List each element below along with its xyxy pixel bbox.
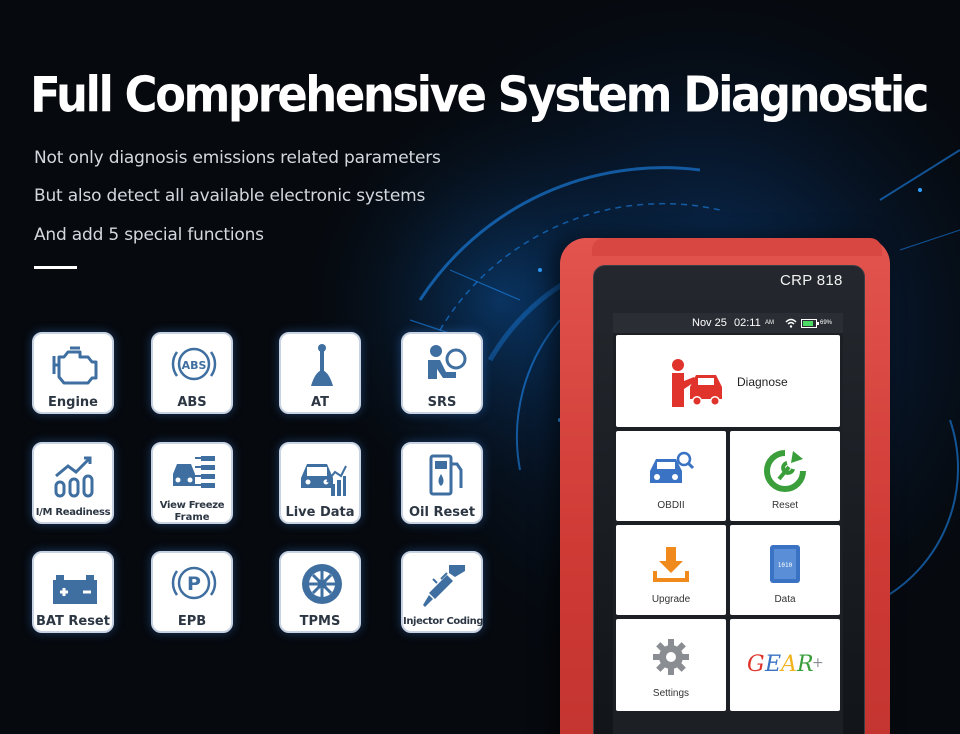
parking-brake-icon: P [171,566,217,600]
battery-status-icon [801,319,819,328]
freeze-frame-icon [173,456,215,488]
mechanic-car-icon [672,359,722,407]
menu-label-upgrade: Upgrade [651,594,691,605]
wifi-icon [785,318,797,328]
menu-reset[interactable]: Reset [730,431,840,521]
function-tile-view-freeze-frame: View Freeze Frame [151,442,233,524]
status-ampm: AM [765,320,774,326]
status-battery-percent: 69% [820,320,833,326]
tile-label: Live Data [285,505,355,520]
function-tile-srs: SRS [401,332,483,414]
device-top-cap [592,238,882,256]
svg-text:E: E [764,652,781,677]
menu-label-reset: Reset [771,500,799,511]
svg-text:+: + [812,655,824,671]
download-icon [653,547,689,582]
function-tile-bat-reset: BAT Reset [32,551,114,633]
function-tile-tpms: TPMS [279,551,361,633]
tile-label: Frame [174,512,210,523]
function-tile-engine: Engine [32,332,114,414]
engine-icon [52,346,98,385]
tile-label: TPMS [299,614,341,629]
function-tile-oil-reset: Oil Reset [401,442,483,524]
status-date: Nov 25 [692,317,727,329]
menu-label-obdii: OBDII [657,500,685,511]
subtitle-line-1: Not only diagnosis emissions related par… [34,148,441,168]
tile-label: BAT Reset [36,614,110,629]
device-model-label: CRP 818 [780,272,843,289]
svg-text:ABS: ABS [182,359,207,372]
function-tile-im-readiness: I/M Readiness [32,442,114,524]
function-tile-live-data: Live Data [279,442,361,524]
function-tile-at: AT [279,332,361,414]
svg-text:G: G [747,652,765,677]
function-tile-abs: ABS ABS [151,332,233,414]
menu-label-settings: Settings [652,688,690,699]
svg-text:A: A [779,652,797,677]
wrench-refresh-icon [764,450,806,492]
tile-label: Oil Reset [408,505,476,520]
menu-label-diagnose: Diagnose [737,375,788,389]
menu-diagnose[interactable]: Diagnose [616,335,840,427]
status-bar: Nov 25 02:11 AM 69% [613,313,843,333]
tile-label: SRS [427,395,457,410]
tile-label: View Freeze [159,500,225,511]
svg-text:1010: 1010 [778,562,793,569]
airbag-icon [428,345,467,379]
tile-label: AT [311,395,329,410]
abs-icon: ABS [171,347,217,381]
subtitle-line-2: But also detect all available electronic… [34,186,426,206]
svg-text:R: R [796,652,814,677]
svg-text:P: P [187,573,201,595]
tire-icon [302,564,342,604]
divider [34,266,77,269]
menu-upgrade[interactable]: Upgrade [616,525,726,615]
function-tile-injector-coding: Injector Coding [401,551,484,633]
oil-pump-icon [429,454,463,496]
tile-label: EPB [177,614,207,629]
menu-data[interactable]: 1010 Data [730,525,840,615]
tile-label: Injector Coding [403,616,484,627]
status-time: 02:11 [734,317,761,329]
car-data-icon [301,464,347,496]
battery-icon [53,575,97,604]
tile-label: ABS [177,395,207,410]
settings-gear-icon [653,639,689,675]
readiness-chart-icon [54,456,94,498]
subtitle-line-3: And add 5 special functions [34,225,264,245]
menu-settings[interactable]: Settings [616,619,726,711]
function-tile-epb: P EPB [151,551,233,633]
data-file-icon: 1010 [770,545,800,583]
headline: Full Comprehensive System Diagnostic [30,66,929,124]
tile-label: I/M Readiness [35,507,111,518]
tile-label: Engine [48,395,98,410]
menu-obdii[interactable]: OBDII [616,431,726,521]
gear-shifter-icon [311,344,333,386]
injector-icon [423,565,465,607]
menu-label-data: Data [774,594,796,605]
obd-car-search-icon [650,451,694,483]
